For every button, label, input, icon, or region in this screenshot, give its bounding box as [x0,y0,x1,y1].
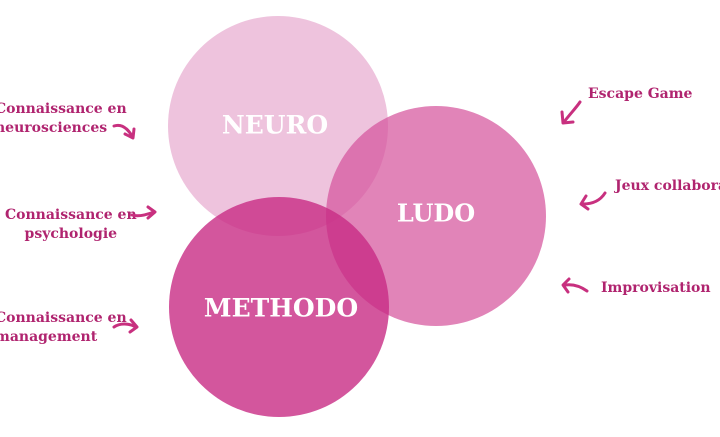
neuro-label: NEURO [221,110,329,140]
curved-arrow-icon [578,189,608,211]
curved-arrow-icon [560,277,590,297]
label-line: neurosciences [0,120,108,136]
label-line: Connaissance en [0,310,127,326]
management-knowledge-label: Connaissance en management [0,309,127,347]
curved-arrow-icon [130,203,158,223]
curved-arrow-icon [112,120,138,142]
methodo-label: METHODO [203,293,359,323]
label-line: management [0,329,98,345]
methodo-circle [169,197,389,417]
curved-arrow-icon [558,100,584,128]
label-line: Connaissance en [5,207,137,223]
psychology-knowledge-label: Connaissance en psychologie [5,206,137,244]
improvisation-label: Improvisation [601,280,711,296]
ludo-label: LUDO [396,198,476,228]
neurosciences-knowledge-label: Connaissance en neurosciences [0,100,127,138]
label-line: Connaissance en [0,101,127,117]
curved-arrow-icon [112,317,140,337]
escape-game-label: Escape Game [588,86,693,102]
collaborative-games-label: Jeux collaboratifs [615,178,720,194]
label-line: psychologie [24,226,118,242]
